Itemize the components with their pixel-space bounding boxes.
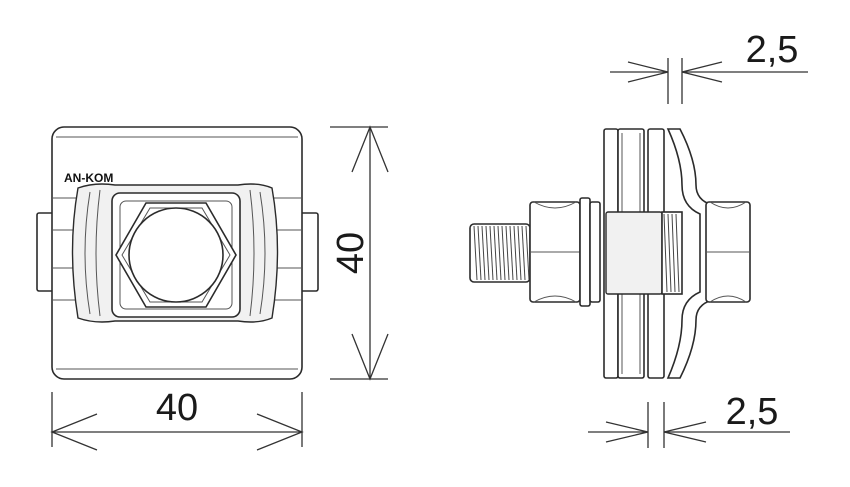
- thread-line: [675, 213, 680, 293]
- side-top-gap-label: 2,5: [746, 29, 799, 71]
- thread-line: [481, 225, 486, 281]
- thread-line: [473, 225, 478, 281]
- thread-line: [517, 225, 522, 281]
- front-height-dimension: 40: [330, 125, 389, 381]
- thread-line: [489, 225, 494, 281]
- thread-line: [505, 225, 510, 281]
- thread-line: [501, 225, 506, 281]
- side-view: [469, 128, 751, 379]
- thread-line: [493, 225, 498, 281]
- brand-label: AN-KOM: [64, 171, 113, 185]
- front-width-dimension: 40: [50, 387, 304, 451]
- thread-line: [521, 225, 526, 281]
- thread-line: [667, 213, 672, 293]
- front-height-label: 40: [330, 232, 372, 274]
- shaft-thread-lines: [663, 213, 680, 293]
- side-bottom-gap-dimension: 2,5: [588, 391, 790, 448]
- thread-line: [513, 225, 518, 281]
- thread-line: [525, 225, 530, 281]
- nut-face: [128, 207, 224, 303]
- thread-line: [509, 225, 514, 281]
- side-bottom-gap-label: 2,5: [726, 391, 779, 433]
- side-washer-1: [579, 197, 591, 307]
- thread-line: [477, 225, 482, 281]
- thread-line: [485, 225, 490, 281]
- side-spacer: [605, 211, 663, 295]
- thread-line: [671, 213, 676, 293]
- front-view: AN-KOM: [36, 126, 319, 380]
- front-width-label: 40: [156, 387, 198, 429]
- side-washer-2: [589, 201, 601, 303]
- thread-line: [663, 213, 668, 293]
- thread-line: [497, 225, 502, 281]
- side-top-gap-dimension: 2,5: [610, 29, 808, 104]
- bolt-thread-lines: [473, 225, 530, 281]
- wavy-spring-plate: [666, 128, 713, 379]
